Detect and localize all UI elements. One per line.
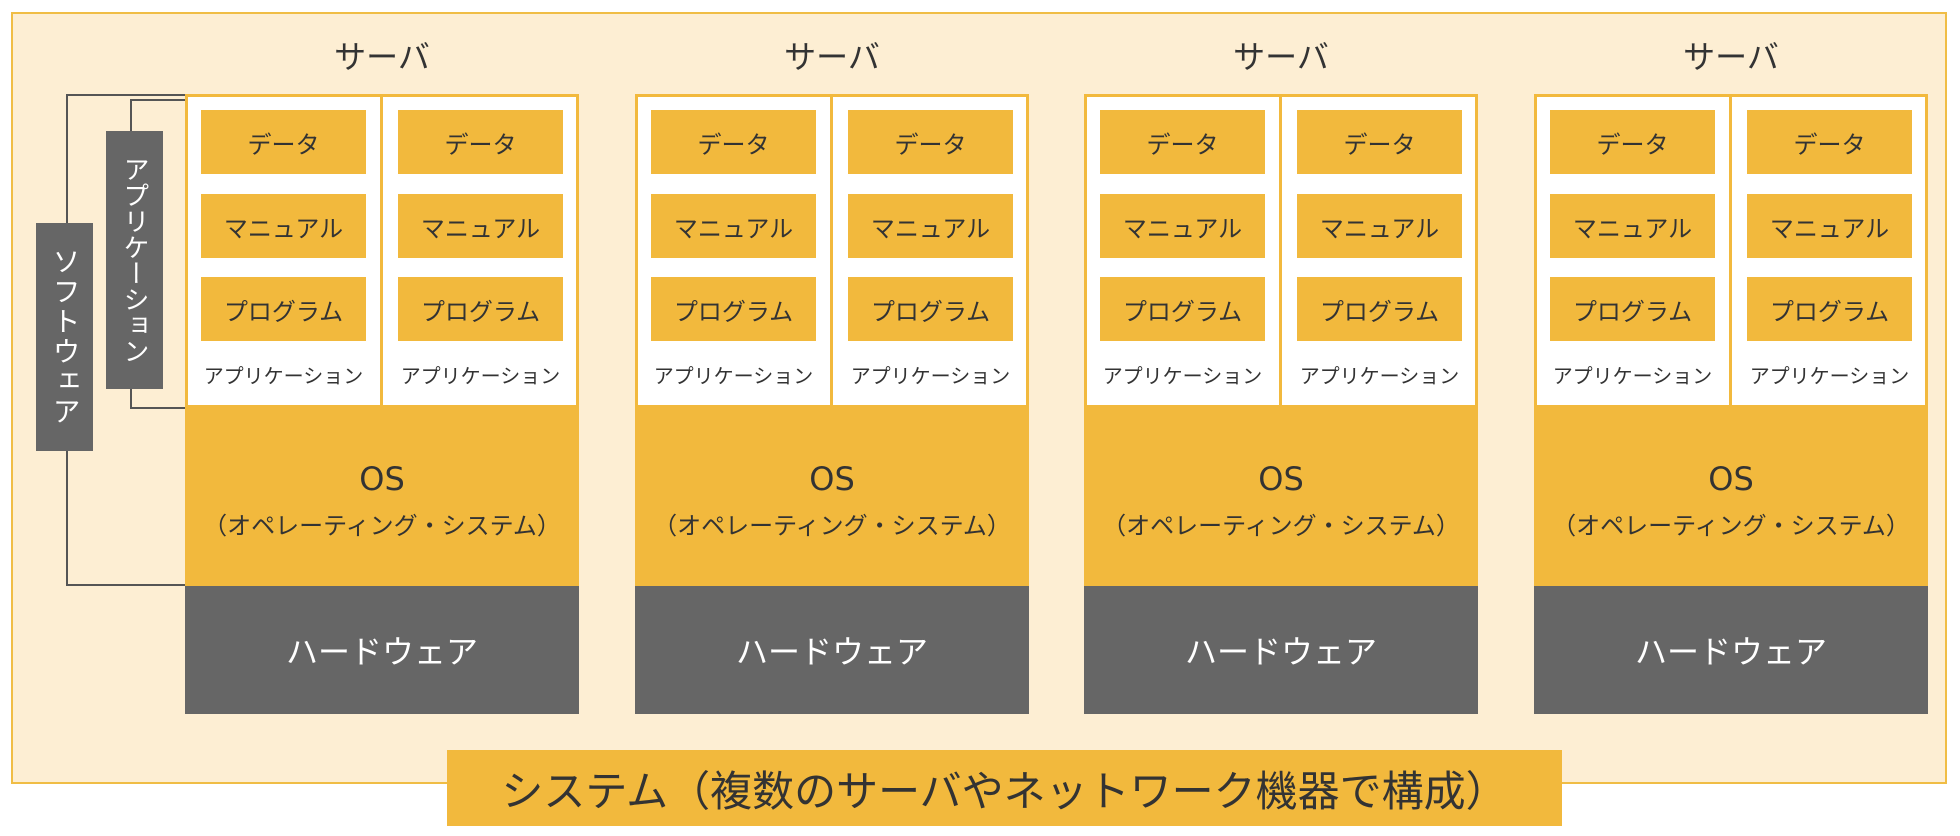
application-column: データマニュアルプログラムアプリケーション	[382, 94, 579, 408]
application-item: データ	[1747, 110, 1912, 174]
os-block: OS （オペレーティング・システム）	[635, 408, 1029, 586]
server: サーバデータマニュアルプログラムアプリケーションデータマニュアルプログラムアプリ…	[1084, 0, 1478, 714]
os-subtitle: （オペレーティング・システム）	[653, 512, 1011, 540]
application-column-label: アプリケーション	[1299, 364, 1460, 388]
application-item: データ	[1550, 110, 1715, 174]
application-item: マニュアル	[651, 194, 816, 258]
application-divider	[380, 94, 383, 408]
hardware-block: ハードウェア	[1534, 586, 1928, 714]
application-item: プログラム	[848, 277, 1013, 341]
application-item: プログラム	[1100, 277, 1265, 341]
application-column-label: アプリケーション	[653, 364, 814, 388]
hardware-label: ハードウェア	[1184, 633, 1377, 671]
os-block: OS （オペレーティング・システム）	[1534, 408, 1928, 586]
application-column-label: アプリケーション	[1552, 364, 1713, 388]
os-subtitle: （オペレーティング・システム）	[1102, 512, 1460, 540]
application-item: データ	[651, 110, 816, 174]
server: サーバデータマニュアルプログラムアプリケーションデータマニュアルプログラムアプリ…	[185, 0, 579, 714]
system-label: システム（複数のサーバやネットワーク機器で構成）	[501, 766, 1508, 816]
application-item: マニュアル	[1550, 194, 1715, 258]
server-title: サーバ	[334, 38, 430, 76]
application-item: データ	[1100, 110, 1265, 174]
application-divider	[1279, 94, 1282, 408]
application-item: データ	[848, 110, 1013, 174]
software-label-text: ソフトウェア	[48, 247, 82, 427]
application-item: マニュアル	[1100, 194, 1265, 258]
application-column-label: アプリケーション	[1102, 364, 1263, 388]
os-subtitle: （オペレーティング・システム）	[1552, 512, 1910, 540]
application-item: マニュアル	[201, 194, 366, 258]
application-column: データマニュアルプログラムアプリケーション	[185, 94, 382, 408]
application-item: プログラム	[201, 277, 366, 341]
application-column: データマニュアルプログラムアプリケーション	[1534, 94, 1731, 408]
os-title: OS	[1708, 460, 1754, 498]
application-item: マニュアル	[1297, 194, 1462, 258]
server-title: サーバ	[784, 38, 880, 76]
hardware-label: ハードウェア	[735, 633, 928, 671]
os-title: OS	[809, 460, 855, 498]
hardware-label: ハードウェア	[285, 633, 478, 671]
application-item: データ	[398, 110, 563, 174]
application-label: アプリケーション	[106, 131, 163, 389]
system-label-bar: システム（複数のサーバやネットワーク機器で構成）	[447, 750, 1562, 826]
application-label-text: アプリケーション	[119, 156, 149, 364]
server: サーバデータマニュアルプログラムアプリケーションデータマニュアルプログラムアプリ…	[1534, 0, 1928, 714]
software-label: ソフトウェア	[36, 223, 93, 451]
application-item: マニュアル	[1747, 194, 1912, 258]
application-column: データマニュアルプログラムアプリケーション	[635, 94, 832, 408]
os-title: OS	[359, 460, 405, 498]
hardware-block: ハードウェア	[1084, 586, 1478, 714]
application-item: プログラム	[1297, 277, 1462, 341]
application-item: データ	[201, 110, 366, 174]
application-divider	[830, 94, 833, 408]
application-column: データマニュアルプログラムアプリケーション	[1731, 94, 1928, 408]
application-column-label: アプリケーション	[400, 364, 561, 388]
application-item: プログラム	[651, 277, 816, 341]
application-item: プログラム	[1550, 277, 1715, 341]
application-column: データマニュアルプログラムアプリケーション	[832, 94, 1029, 408]
hardware-label: ハードウェア	[1634, 633, 1827, 671]
application-divider	[1729, 94, 1732, 408]
application-column: データマニュアルプログラムアプリケーション	[1281, 94, 1478, 408]
application-item: マニュアル	[398, 194, 563, 258]
server-title: サーバ	[1683, 38, 1779, 76]
application-item: マニュアル	[848, 194, 1013, 258]
hardware-block: ハードウェア	[185, 586, 579, 714]
application-item: データ	[1297, 110, 1462, 174]
application-item: プログラム	[398, 277, 563, 341]
hardware-block: ハードウェア	[635, 586, 1029, 714]
os-title: OS	[1258, 460, 1304, 498]
application-column: データマニュアルプログラムアプリケーション	[1084, 94, 1281, 408]
os-subtitle: （オペレーティング・システム）	[203, 512, 561, 540]
server-title: サーバ	[1233, 38, 1329, 76]
application-column-label: アプリケーション	[203, 364, 364, 388]
application-column-label: アプリケーション	[1749, 364, 1910, 388]
os-block: OS （オペレーティング・システム）	[1084, 408, 1478, 586]
os-block: OS （オペレーティング・システム）	[185, 408, 579, 586]
application-item: プログラム	[1747, 277, 1912, 341]
application-column-label: アプリケーション	[850, 364, 1011, 388]
server: サーバデータマニュアルプログラムアプリケーションデータマニュアルプログラムアプリ…	[635, 0, 1029, 714]
